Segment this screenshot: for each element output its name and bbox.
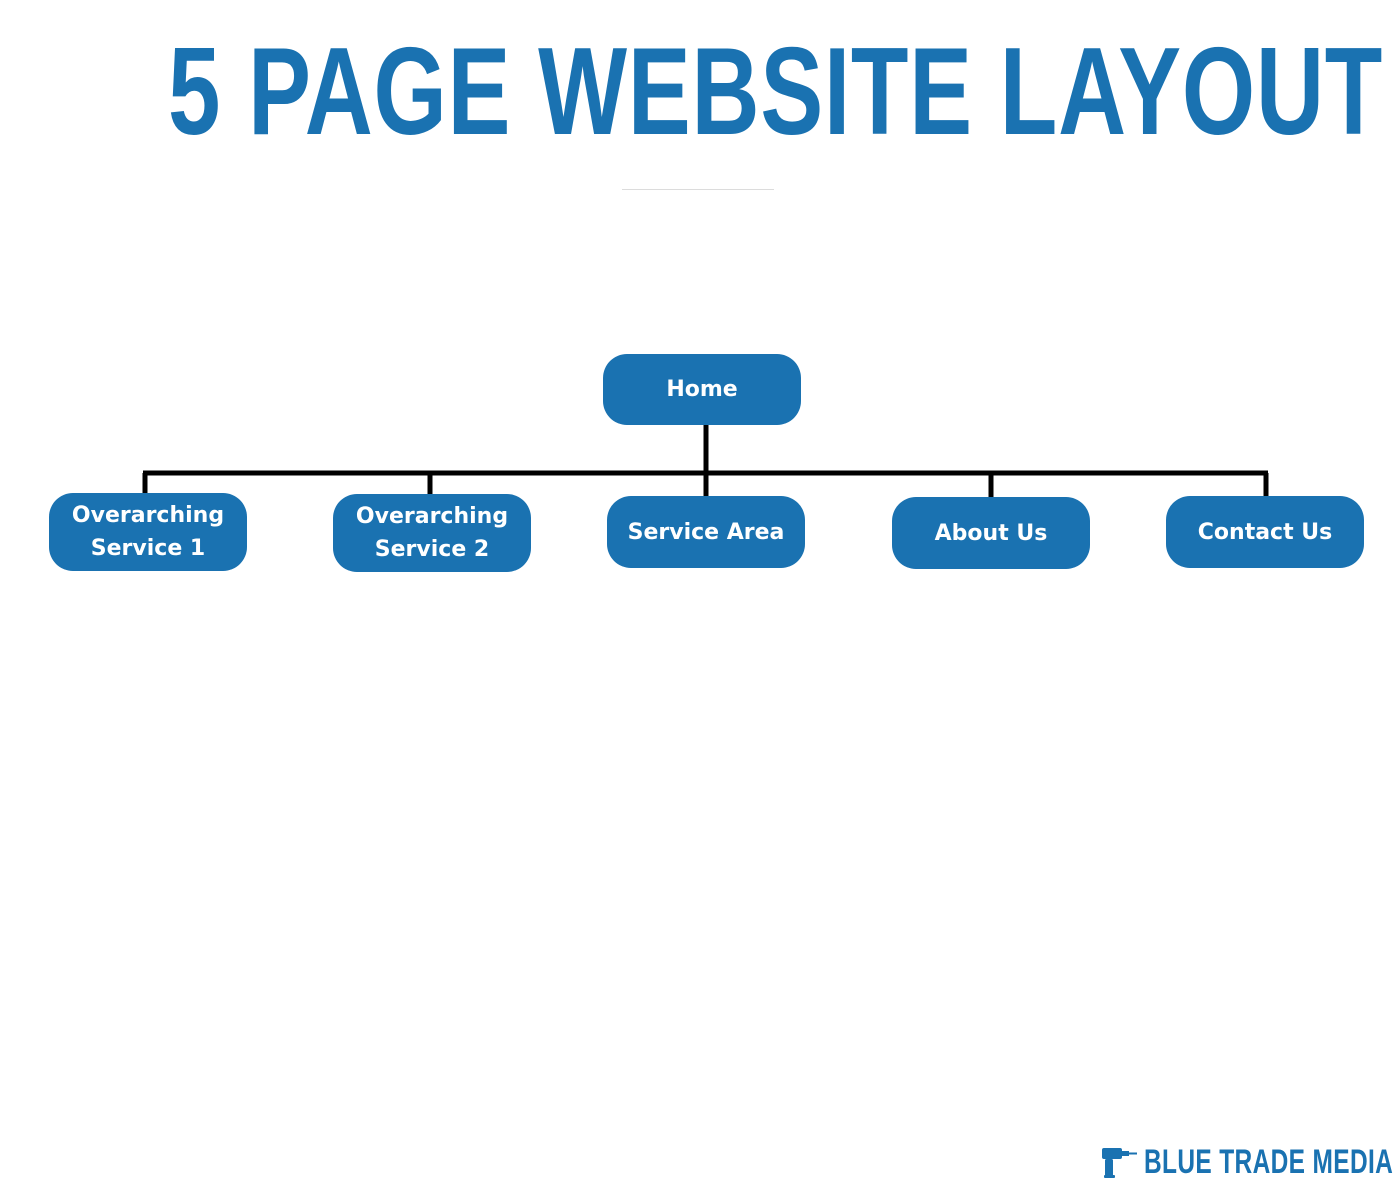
drill-icon [1102,1148,1137,1178]
node-about-us: About Us [892,497,1090,569]
node-overarching-service-2-label: Overarching Service 2 [355,504,509,562]
node-contact-us: Contact Us [1166,496,1364,568]
node-overarching-service-1: Overarching Service 1 [49,493,247,571]
brand-logo: BLUE TRADE MEDIA [1100,1142,1400,1182]
node-about-us-label: About Us [934,520,1048,546]
node-home: Home [603,354,801,425]
node-service-area: Service Area [607,496,805,568]
node-service-area-label: Service Area [627,519,785,545]
brand-name: BLUE TRADE MEDIA [1144,1142,1394,1181]
node-home-label: Home [666,377,738,402]
title-divider [622,189,774,190]
node-overarching-service-2: Overarching Service 2 [333,494,531,572]
node-overarching-service-1-label: Overarching Service 1 [71,503,225,561]
node-contact-us-label: Contact Us [1197,519,1333,545]
page-title: 5 PAGE WEBSITE LAYOUT [168,23,1384,161]
